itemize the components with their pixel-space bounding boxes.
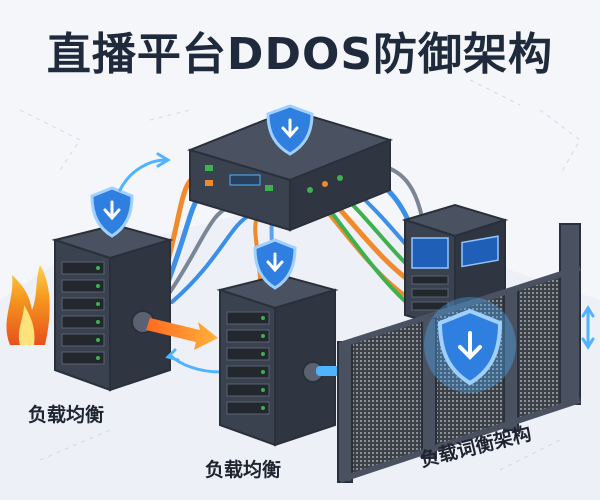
flow-arrow-upper bbox=[118, 152, 171, 192]
label-load-balancer-left: 负载均衡 bbox=[28, 404, 105, 426]
shield-icon bbox=[253, 238, 297, 290]
server-middle bbox=[216, 238, 346, 447]
flow-arrow-lower bbox=[165, 348, 222, 374]
server-left-drives bbox=[61, 261, 105, 365]
gate-icon bbox=[337, 223, 581, 483]
server-middle-drives bbox=[226, 311, 270, 415]
fire-icon bbox=[6, 265, 50, 345]
server-left bbox=[51, 186, 174, 392]
label-load-balancer-middle: 负载均衡 bbox=[205, 459, 282, 481]
shield-icon bbox=[266, 104, 314, 156]
shield-icon bbox=[90, 186, 134, 238]
flow-arrow-right bbox=[581, 305, 595, 350]
rack-screen bbox=[411, 237, 449, 269]
shield-icon bbox=[424, 297, 516, 393]
router-ports bbox=[205, 165, 343, 193]
page-title: 直播平台DDOS防御架构 bbox=[46, 29, 554, 80]
top-router bbox=[186, 104, 394, 232]
arrow-icon bbox=[146, 318, 218, 350]
